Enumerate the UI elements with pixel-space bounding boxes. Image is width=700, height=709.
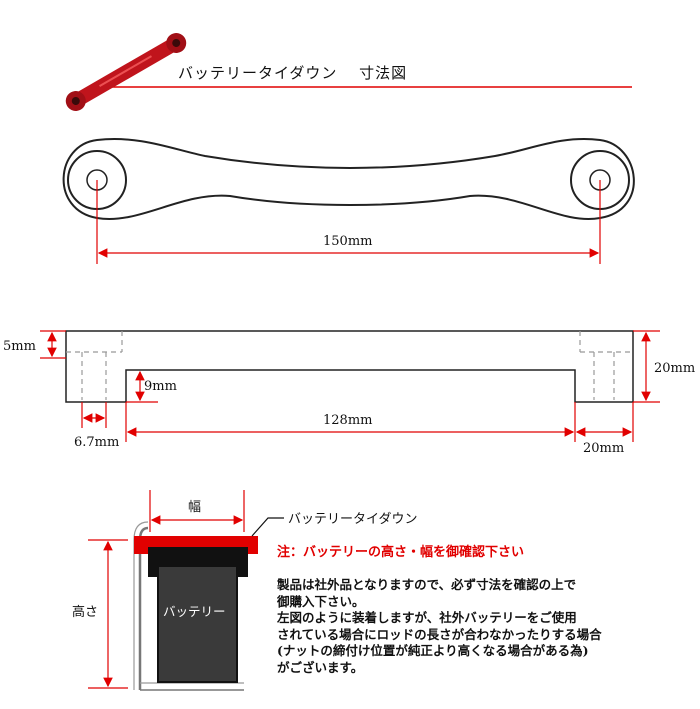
- dim-150: [96, 180, 601, 264]
- dim-9: [126, 370, 158, 403]
- note-line: されている場合にロッドの長さが合わなかったりする場合: [277, 626, 602, 642]
- label-128: 128mm: [323, 413, 372, 428]
- side-view-hidden-lines: [66, 331, 633, 400]
- page-title: バッテリータイダウン 寸法図: [178, 64, 408, 82]
- label-6-7: 6.7mm: [74, 435, 119, 450]
- notes-block: 製品は社外品となりますので、必ず寸法を確認の上で 御購入下さい。 左図のように装…: [277, 577, 602, 676]
- side-view-outline: [65, 330, 634, 403]
- label-9: 9mm: [144, 379, 177, 394]
- label-battery: バッテリー: [163, 604, 226, 619]
- note-line: 御購入下さい。: [277, 593, 365, 609]
- label-5: 5mm: [3, 339, 36, 354]
- dim-20-height: [633, 330, 660, 403]
- label-tie-down: バッテリータイダウン: [288, 512, 417, 527]
- label-20-height: 20mm: [654, 361, 695, 376]
- dim-6-7: [81, 402, 107, 428]
- label-height: 高さ: [72, 604, 98, 620]
- dim-128: [125, 402, 576, 442]
- label-width: 幅: [188, 500, 201, 515]
- note-line: (ナットの締付け位置が純正より高くなる場合がある為): [277, 643, 589, 658]
- warning-note: 注：バッテリーの高さ・幅を御確認下さい: [277, 545, 525, 560]
- install-diagram: [88, 490, 284, 691]
- label-20-width: 20mm: [583, 441, 624, 456]
- dim-5: [40, 330, 66, 359]
- battery-body: [157, 565, 238, 683]
- note-line: 製品は社外品となりますので、必ず寸法を確認の上で: [277, 577, 577, 592]
- label-150: 150mm: [323, 234, 372, 249]
- note-line: 左図のように装着しますが、社外バッテリーをご使用: [277, 610, 577, 625]
- top-view-outline: [62, 138, 635, 220]
- mounting-holes: [86, 169, 611, 191]
- note-line: がございます。: [277, 659, 364, 675]
- dim-20-width: [575, 402, 634, 442]
- product-photo: [65, 33, 187, 111]
